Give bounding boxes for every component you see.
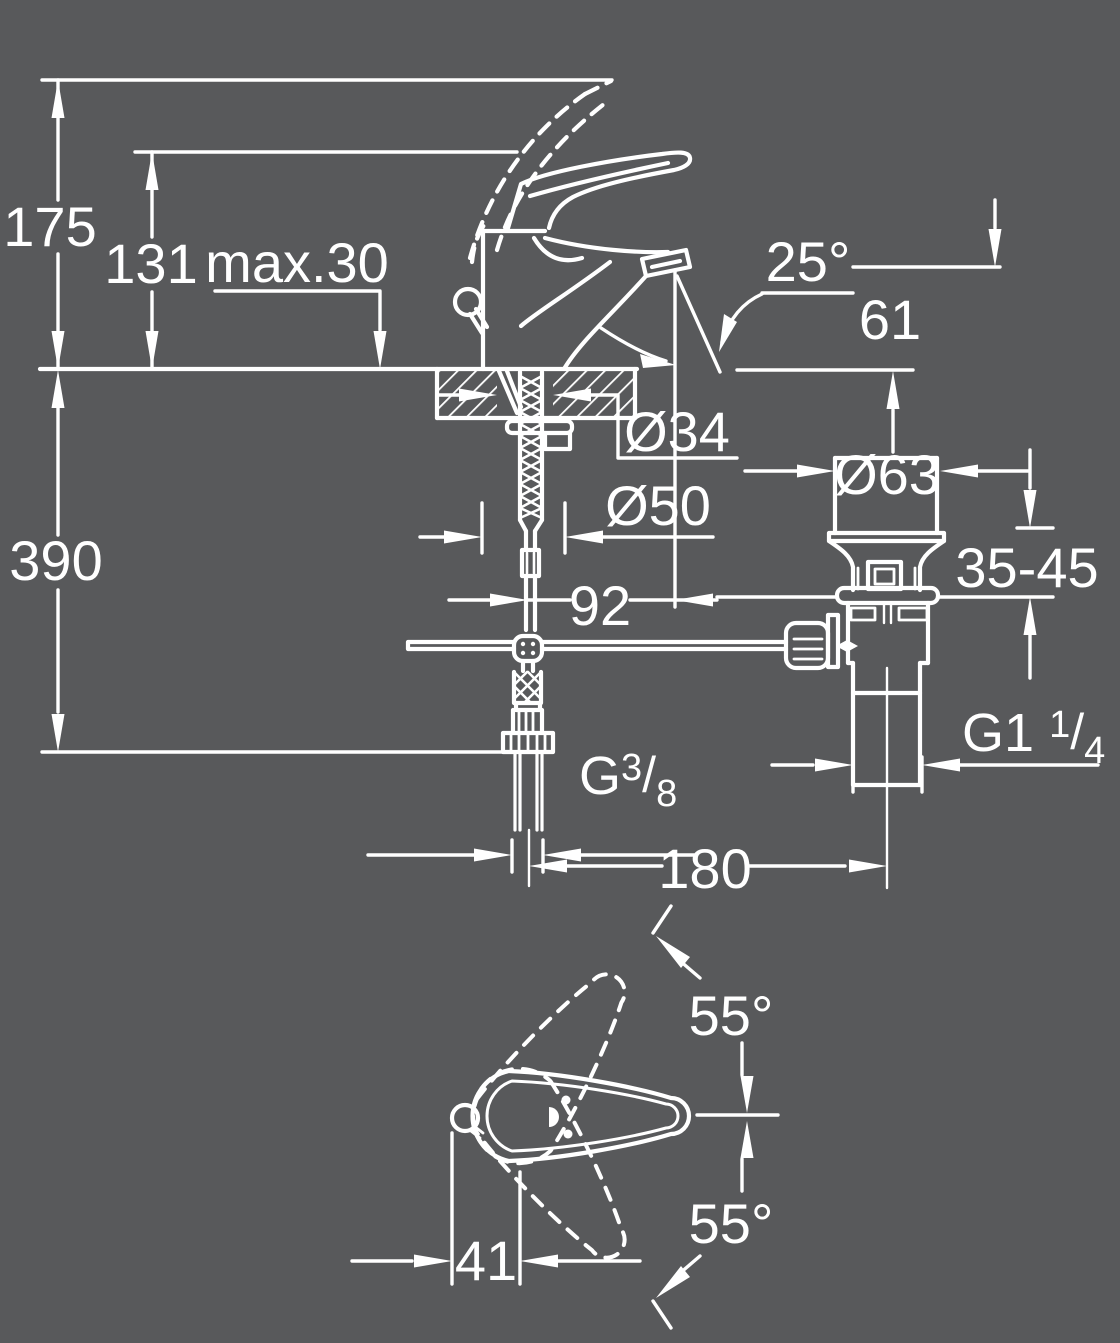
supply-thread-slash: /: [642, 747, 657, 803]
supply-thread-prefix: G: [579, 746, 622, 806]
dim-spout-reach-label: 92: [568, 574, 632, 637]
dim-base-diameter-label: Ø50: [605, 474, 711, 537]
dim-swivel-down-label: 55°: [688, 1192, 774, 1255]
dim-swivel-up-label: 55°: [688, 984, 774, 1047]
waste-thread-prefix: G1: [962, 703, 1035, 763]
dim-plug-diameter-label: Ø63: [834, 443, 940, 506]
dim-spout-height-label: 131: [104, 232, 198, 295]
waste-thread-numerator: 1: [1049, 704, 1071, 746]
dim-waste-deck-range-label: 35-45: [955, 536, 1099, 599]
handle-top-view: [449, 972, 692, 1260]
mounting-deck: [37, 366, 640, 421]
waste-thread-denominator: 4: [1084, 730, 1106, 772]
dim-supply-length-label: 390: [9, 529, 103, 592]
dim-spout-angle-label: 25°: [765, 230, 851, 293]
dim-deck-max-label: max.30: [205, 231, 389, 294]
dim-centre-distance-label: 180: [658, 837, 752, 900]
supply-thread-numerator: 3: [621, 747, 643, 789]
dim-handle-offset-label: 41: [454, 1229, 518, 1292]
dimension-lines: [40, 78, 1100, 1330]
dim-outlet-height-label: 61: [858, 288, 922, 351]
dim-waste-thread-label: G1 1/4: [962, 703, 1105, 770]
faucet-side-view: [405, 78, 789, 888]
dim-overall-height-label: 175: [3, 195, 97, 258]
dim-supply-thread-label: G3/8: [579, 746, 677, 813]
waste-thread-slash: /: [1070, 704, 1085, 760]
drain-waste-view: [783, 455, 947, 890]
dimension-arrowheads: [51, 80, 1037, 1298]
dim-hole-diameter-label: Ø34: [624, 400, 730, 463]
supply-thread-denominator: 8: [656, 773, 678, 815]
